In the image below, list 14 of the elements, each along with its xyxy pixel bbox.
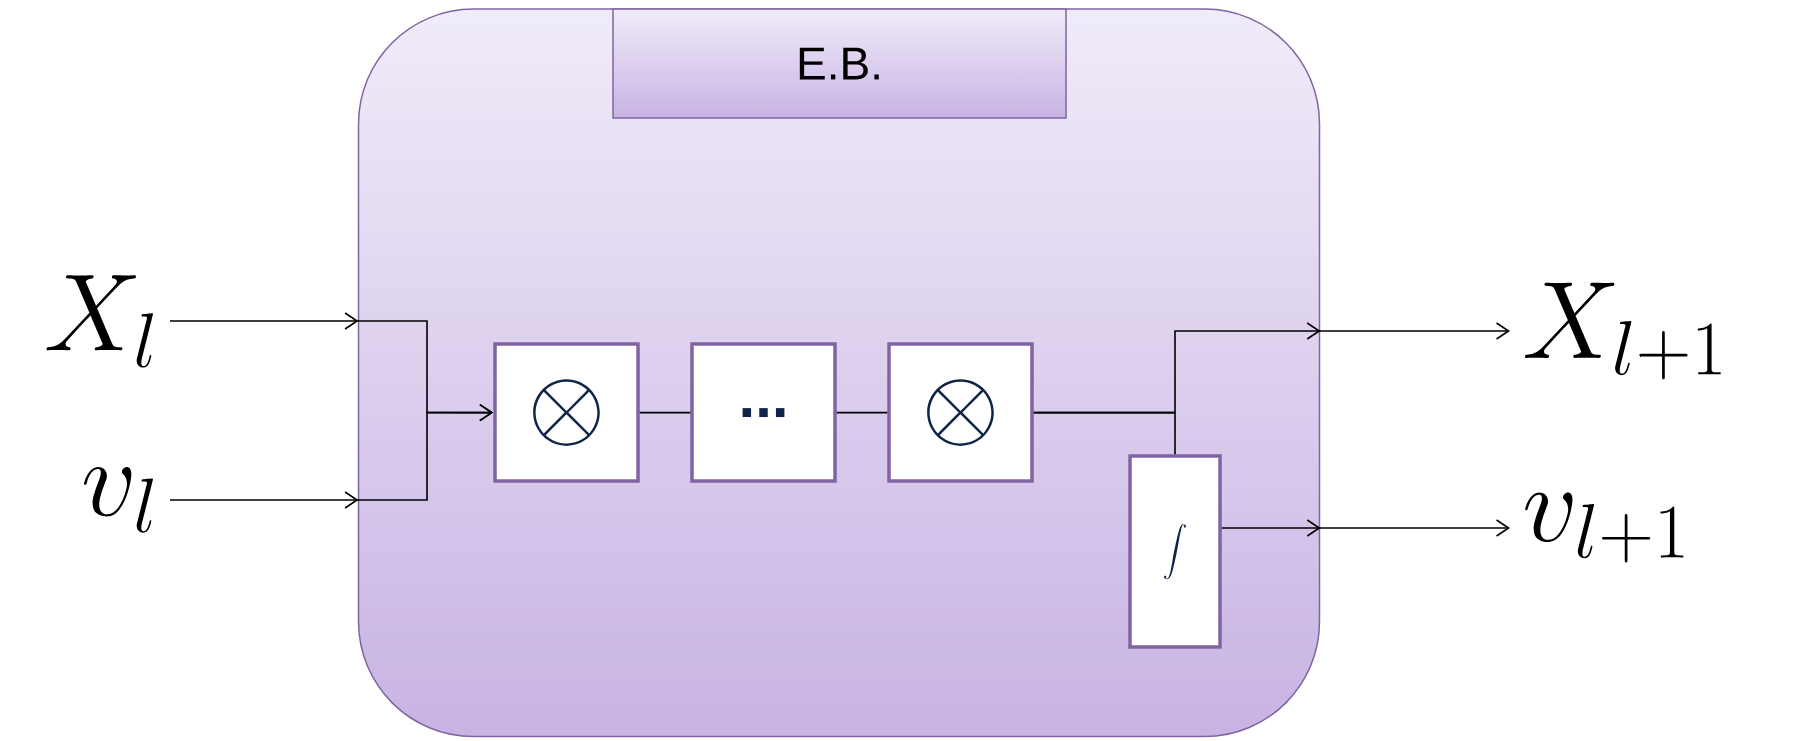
- input-label: $v_l$: [84, 466, 153, 533]
- output-label: $v_{l+1}$: [1525, 492, 1684, 563]
- output-label: $X_{l+1}$: [1524, 282, 1721, 380]
- operator-box: $\otimes$: [887, 342, 1034, 483]
- integral-box: $\int$: [1128, 454, 1222, 649]
- connector-line: [638, 411, 692, 414]
- connector-line: [1032, 411, 1176, 456]
- arrow: [169, 403, 494, 509]
- title-box: E.B.: [612, 8, 1067, 119]
- arrow: [1220, 519, 1510, 537]
- connector-line: [835, 411, 889, 414]
- ellipsis-box: ...: [690, 342, 837, 483]
- operator-box: $\otimes$: [493, 342, 640, 483]
- input-label: $X_l$: [46, 275, 153, 368]
